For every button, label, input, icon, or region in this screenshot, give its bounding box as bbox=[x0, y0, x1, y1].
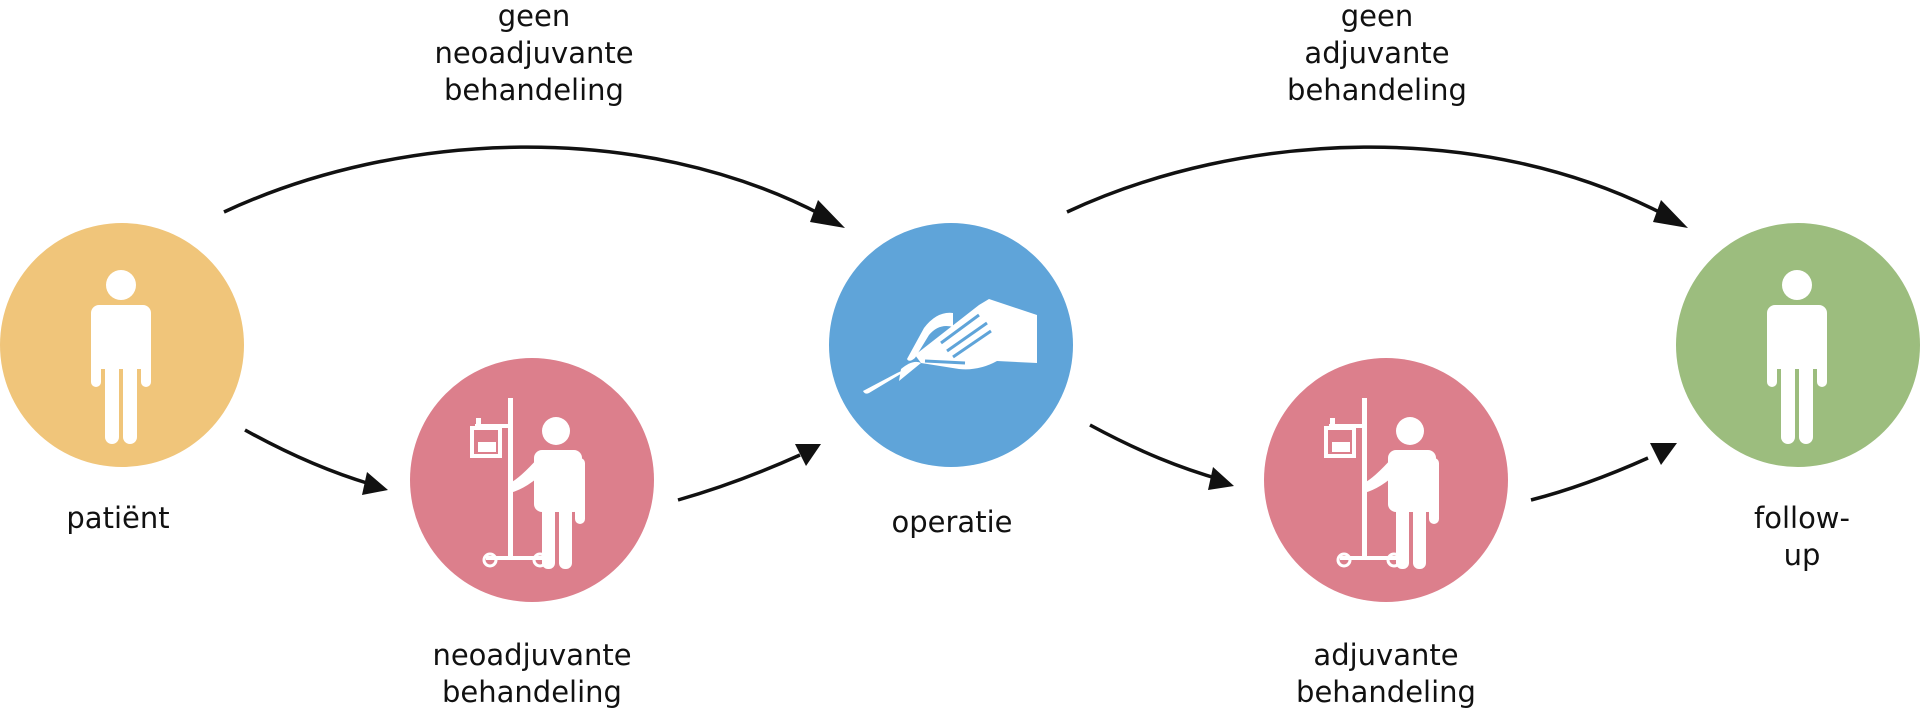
scalpel-hand-icon bbox=[863, 299, 1037, 394]
person-icon bbox=[1767, 270, 1827, 444]
arrow-operation-to-followup bbox=[1066, 145, 1666, 217]
arrowhead-neoadjuvant bbox=[362, 472, 388, 495]
node-neoadjuvant bbox=[410, 358, 654, 602]
edge-label-skip-adjuvant: geen adjuvante behandeling bbox=[1287, 0, 1467, 107]
arrowhead-operation-top bbox=[810, 200, 845, 228]
patient-iv-icon bbox=[1324, 398, 1439, 569]
node-label-adjuvant: adjuvante behandeling bbox=[1296, 638, 1476, 709]
node-patient bbox=[0, 223, 244, 467]
arrowhead-followup-bottom bbox=[1650, 443, 1677, 465]
node-adjuvant bbox=[1264, 358, 1508, 602]
edge-label-skip-neoadjuvant: geen neoadjuvante behandeling bbox=[434, 0, 634, 107]
patient-iv-icon bbox=[470, 398, 585, 569]
arrow-patient-to-operation bbox=[223, 145, 823, 217]
node-label-operation: operatie bbox=[891, 505, 1013, 539]
arrow-patient-to-neoadjuvant bbox=[244, 428, 371, 486]
node-operation bbox=[829, 223, 1073, 467]
arrow-neoadjuvant-to-operation bbox=[677, 453, 801, 502]
arrow-adjuvant-to-followup bbox=[1530, 456, 1649, 502]
node-followup bbox=[1676, 223, 1920, 467]
arrowhead-adjuvant bbox=[1208, 467, 1234, 490]
arrow-operation-to-adjuvant bbox=[1089, 423, 1223, 482]
arrowhead-followup-top bbox=[1653, 200, 1688, 228]
node-label-followup: follow-up bbox=[1754, 501, 1850, 572]
node-label-neoadjuvant: neoadjuvante behandeling bbox=[432, 638, 632, 709]
arrowhead-operation-bottom bbox=[795, 444, 821, 466]
person-icon bbox=[91, 270, 151, 444]
node-label-patient: patiënt bbox=[66, 501, 170, 535]
